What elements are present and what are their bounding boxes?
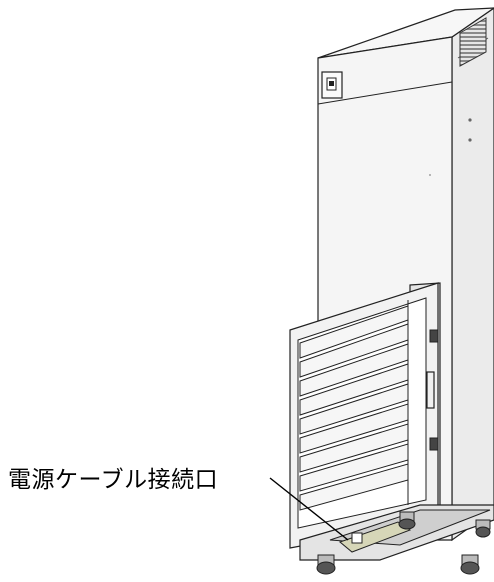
vent-grille-icon	[459, 17, 487, 67]
switch-panel-icon	[321, 71, 343, 99]
power-cable-port	[338, 521, 412, 553]
front-panel-seam	[317, 81, 453, 105]
power-cable-port-label: 電源ケーブル接続口	[8, 467, 219, 493]
caster-wheel-icon	[460, 554, 480, 575]
hinge-top-icon	[429, 329, 439, 343]
caster-wheel-icon	[398, 511, 416, 530]
door-handle-icon	[426, 371, 435, 409]
callout-leader-line	[269, 477, 349, 541]
hinge-bottom-icon	[429, 437, 439, 451]
caster-base	[299, 504, 494, 561]
tower-side-panel	[451, 7, 494, 542]
caster-wheel-icon	[475, 519, 491, 538]
caster-wheel-icon	[316, 554, 336, 575]
